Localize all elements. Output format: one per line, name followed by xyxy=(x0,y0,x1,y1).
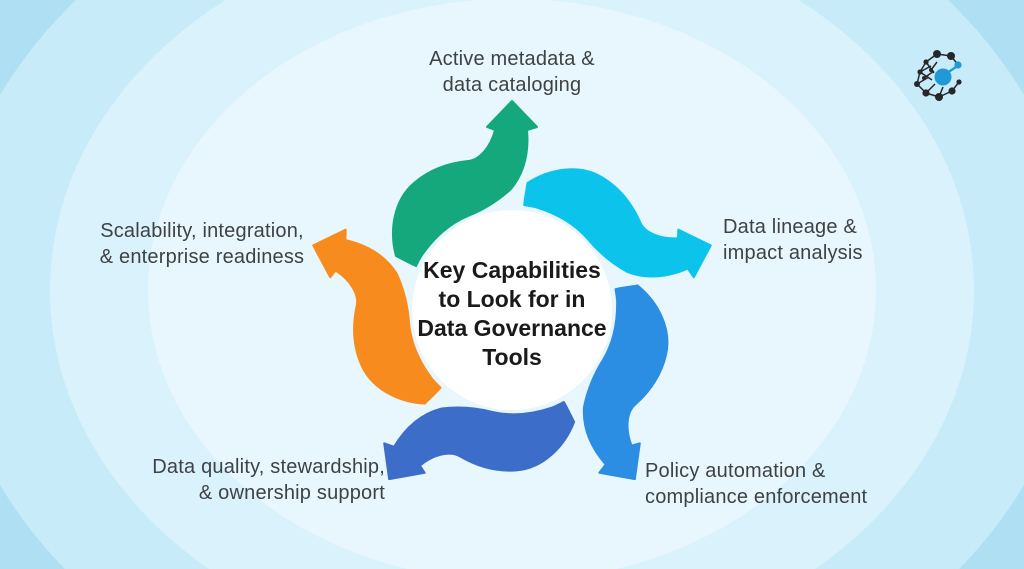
label-active-metadata: Active metadata & data cataloging xyxy=(429,48,595,96)
center-title: Key Capabilities to Look for in Data Gov… xyxy=(417,257,607,370)
logo-nodes xyxy=(914,50,962,101)
label-policy-automation: Policy automation & compliance enforceme… xyxy=(645,460,868,508)
label-data-quality: Data quality, stewardship, & ownership s… xyxy=(152,456,385,504)
network-logo-icon xyxy=(914,50,962,101)
center-circle xyxy=(412,210,612,410)
logo-edges xyxy=(916,53,960,98)
label-scalability: Scalability, integration, & enterprise r… xyxy=(99,220,305,268)
label-data-lineage: Data lineage & impact analysis xyxy=(723,216,863,264)
logo-accent xyxy=(934,61,962,86)
